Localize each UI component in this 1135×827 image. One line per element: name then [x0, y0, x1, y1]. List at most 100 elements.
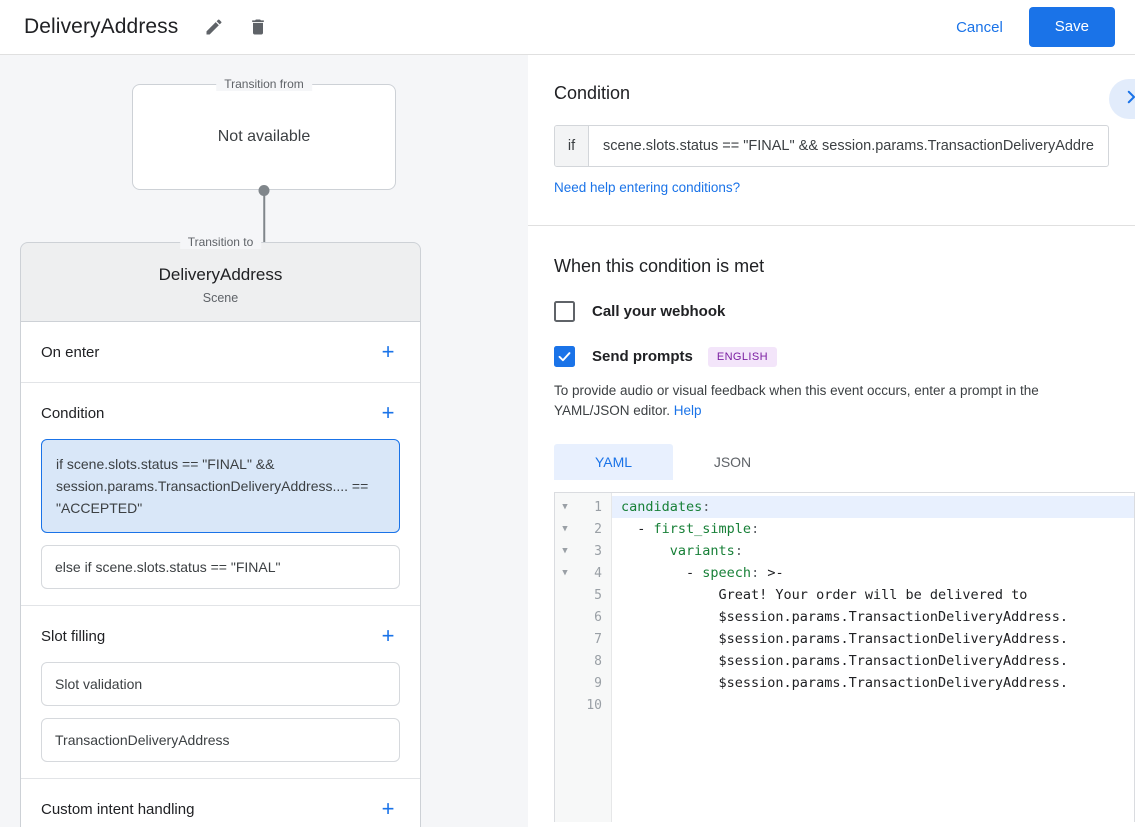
- code-line: variants:: [669, 543, 743, 559]
- code-line: [612, 694, 1134, 716]
- code-line: $session.params.TransactionDeliveryAddre…: [621, 631, 1069, 647]
- slot-item-transaction-delivery-address[interactable]: TransactionDeliveryAddress: [41, 718, 400, 762]
- page-title: DeliveryAddress: [24, 15, 179, 38]
- gutter-line: 10: [555, 694, 611, 716]
- condition-block: Condition if Need help entering conditio…: [528, 55, 1135, 225]
- call-webhook-row[interactable]: Call your webhook: [554, 301, 1109, 322]
- gutter-line: ▼3: [555, 540, 611, 562]
- fold-triangle-icon[interactable]: ▼: [562, 502, 568, 512]
- when-met-heading: When this condition is met: [554, 256, 765, 276]
- editor-code-area[interactable]: candidates: - first_simple: variants: - …: [612, 493, 1134, 822]
- transition-to-card: Transition to DeliveryAddress Scene On e…: [20, 235, 421, 827]
- gutter-line: 9: [555, 672, 611, 694]
- line-number: 9: [594, 675, 602, 691]
- line-number: 6: [594, 609, 602, 625]
- gutter-line: ▼1: [555, 496, 611, 518]
- check-icon: [558, 352, 571, 362]
- gutter-line: ▼2: [555, 518, 611, 540]
- transition-from-card: Transition from Not available: [132, 77, 396, 190]
- add-custom-intent-button[interactable]: +: [381, 796, 395, 821]
- chevron-right-icon: [1122, 88, 1135, 111]
- editor-format-tabs: YAML JSON: [554, 444, 1109, 480]
- condition-heading: Condition: [554, 83, 631, 103]
- section-header-custom-intent: Custom intent handling +: [21, 779, 420, 827]
- call-webhook-checkbox[interactable]: [554, 301, 575, 322]
- prompts-help-link[interactable]: Help: [673, 403, 702, 418]
- fold-triangle-icon[interactable]: ▼: [562, 546, 568, 556]
- call-webhook-label: Call your webhook: [592, 303, 726, 320]
- edit-name-button[interactable]: [196, 9, 232, 45]
- if-label: if: [555, 126, 589, 166]
- add-on-enter-button[interactable]: +: [381, 339, 395, 364]
- send-prompts-row[interactable]: Send prompts ENGLISH: [554, 346, 1109, 367]
- left-pane: Transition from Not available Transition…: [0, 55, 528, 827]
- panel-divider: [528, 225, 1135, 226]
- pencil-icon: [204, 17, 224, 37]
- section-title-slot-filling: Slot filling: [41, 627, 106, 645]
- gutter-line: 8: [555, 650, 611, 672]
- section-custom-intent-handling: Custom intent handling +: [21, 779, 420, 827]
- line-number: 3: [594, 543, 602, 559]
- cancel-button[interactable]: Cancel: [942, 11, 1017, 44]
- section-on-enter: On enter +: [21, 322, 420, 383]
- condition-help-link[interactable]: Need help entering conditions?: [554, 180, 741, 195]
- section-slot-filling: Slot filling + Slot validation Transacti…: [21, 606, 420, 779]
- line-number: 1: [594, 499, 602, 515]
- top-app-bar: DeliveryAddress Cancel Save: [0, 0, 1135, 55]
- line-number: 10: [586, 697, 602, 713]
- transition-to-header: Transition to DeliveryAddress Scene: [20, 235, 421, 322]
- section-title-on-enter: On enter: [41, 343, 100, 361]
- save-button[interactable]: Save: [1028, 7, 1115, 47]
- collapse-panel-button[interactable]: [1109, 79, 1135, 119]
- condition-item[interactable]: else if scene.slots.status == "FINAL": [41, 545, 400, 589]
- code-line: Great! Your order will be delivered to: [621, 587, 1028, 603]
- line-number: 8: [594, 653, 602, 669]
- condition-input-row[interactable]: if: [554, 125, 1109, 167]
- condition-list: if scene.slots.status == "FINAL" && sess…: [21, 439, 420, 605]
- delete-button[interactable]: [240, 9, 276, 45]
- section-header-slot-filling: Slot filling +: [21, 606, 420, 662]
- right-detail-panel: Condition if Need help entering conditio…: [528, 55, 1135, 827]
- line-number: 4: [594, 565, 602, 581]
- add-condition-button[interactable]: +: [381, 400, 395, 425]
- tab-json[interactable]: JSON: [713, 454, 752, 470]
- add-slot-filling-button[interactable]: +: [381, 623, 395, 648]
- code-line: $session.params.TransactionDeliveryAddre…: [621, 609, 1069, 625]
- section-title-condition: Condition: [41, 404, 105, 422]
- fold-triangle-icon[interactable]: ▼: [562, 524, 568, 534]
- scene-sections: On enter + Condition + if scene.slots.st…: [20, 322, 421, 827]
- slot-validation-item[interactable]: Slot validation: [41, 662, 400, 706]
- transition-from-value: Not available: [217, 128, 311, 145]
- condition-expression-input[interactable]: [589, 126, 1108, 166]
- section-condition: Condition + if scene.slots.status == "FI…: [21, 383, 420, 606]
- transition-to-legend: Transition to: [179, 235, 262, 249]
- when-condition-met-block: When this condition is met Call your web…: [528, 226, 1135, 480]
- connector-line: [263, 190, 265, 248]
- code-line: - first_simple:: [621, 521, 760, 537]
- prompts-helper-sentence: To provide audio or visual feedback when…: [554, 383, 1039, 418]
- tab-yaml[interactable]: YAML: [554, 444, 673, 480]
- language-badge: ENGLISH: [707, 346, 777, 367]
- transition-from-legend: Transition from: [216, 77, 312, 91]
- section-title-custom-intent: Custom intent handling: [41, 800, 195, 818]
- line-number: 7: [594, 631, 602, 647]
- line-number: 2: [594, 521, 602, 537]
- gutter-line: ▼4: [555, 562, 611, 584]
- gutter-line: 6: [555, 606, 611, 628]
- section-header-condition: Condition +: [21, 383, 420, 439]
- code-line: candidates:: [612, 496, 1134, 518]
- trash-icon: [248, 17, 268, 37]
- fold-triangle-icon[interactable]: ▼: [562, 568, 568, 578]
- send-prompts-checkbox[interactable]: [554, 346, 575, 367]
- section-header-on-enter: On enter +: [21, 322, 420, 382]
- line-number: 5: [594, 587, 602, 603]
- code-line: $session.params.TransactionDeliveryAddre…: [621, 675, 1069, 691]
- send-prompts-label: Send prompts: [592, 348, 693, 365]
- code-line: - speech: >-: [621, 565, 784, 581]
- gutter-line: 5: [555, 584, 611, 606]
- condition-item-selected[interactable]: if scene.slots.status == "FINAL" && sess…: [41, 439, 400, 533]
- code-line: $session.params.TransactionDeliveryAddre…: [621, 653, 1069, 669]
- transition-to-name: DeliveryAddress: [158, 265, 283, 284]
